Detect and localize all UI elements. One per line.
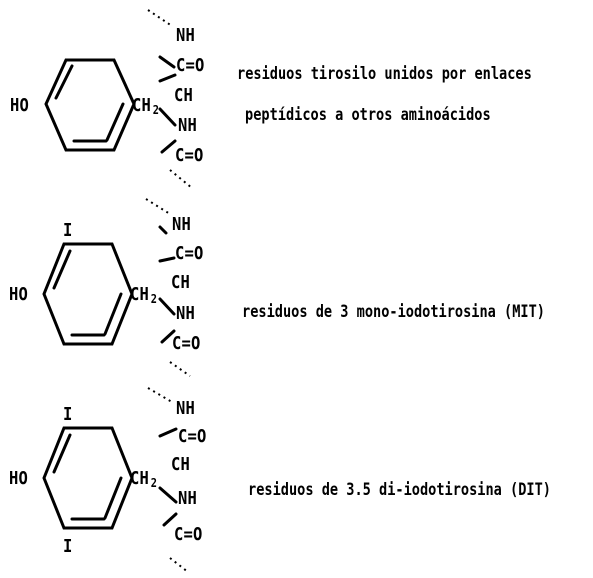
wavy-chain-continuation [147,9,173,27]
tyrosyl-bond-diagram [44,9,193,189]
amide-nh-top: NH [176,25,195,46]
double-bond-inner [103,476,123,520]
bond-line [158,107,177,127]
alpha-carbon-ch: CH [171,454,190,475]
carbonyl-top: C=O [175,243,204,264]
amide-nh-bottom: NH [176,303,195,324]
methylene-subscript: 2 [152,103,160,117]
tyrosyl-caption-line-1: residuos tirosilo unidos por enlaces [237,64,532,84]
amide-nh-top: NH [176,398,195,419]
methylene-carbon: CH [130,468,149,489]
carbonyl-top: C=O [176,55,205,76]
dit-bond-diagram [42,387,189,573]
bond-line [158,55,176,69]
methylene-subscript: 2 [150,476,158,490]
double-bond-inner [54,64,74,100]
wavy-chain-continuation [169,557,189,573]
hydroxyl-label: HO [9,468,28,489]
iodine-top-label: I [63,404,73,425]
bond-line [158,427,178,438]
mit-bond-diagram [42,198,191,377]
double-bond-inner [52,249,72,290]
benzene-ring [44,58,136,152]
wavy-chain-continuation [147,387,173,403]
bond-line [160,139,177,154]
tyrosyl-caption-line-2: peptídicos a otros aminoácidos [245,105,491,125]
benzene-ring [42,426,134,530]
dit-caption: residuos de 3.5 di-iodotirosina (DIT) [248,480,551,500]
hydroxyl-label: HO [9,284,28,305]
mit-caption: residuos de 3 mono-iodotirosina (MIT) [242,302,545,322]
carbonyl-bottom: C=O [175,145,204,166]
alpha-carbon-ch: CH [174,85,193,106]
iodine-top-label: I [63,220,73,241]
wavy-chain-continuation [145,198,171,215]
bond-line [158,73,177,83]
alpha-carbon-ch: CH [171,272,190,293]
bond-line [158,256,176,263]
bond-line [160,329,176,344]
carbonyl-bottom: C=O [172,333,201,354]
methylene-subscript: 2 [150,292,158,306]
amide-nh-top: NH [172,214,191,235]
bond-line [158,486,178,504]
methylene-carbon: CH [130,284,149,305]
hydroxyl-label: HO [10,95,29,116]
bond-line [162,512,178,527]
benzene-ring [42,242,134,346]
amide-nh-bottom: NH [178,115,197,136]
double-bond-inner [105,102,125,142]
wavy-chain-continuation [169,361,191,377]
double-bond-inner [52,433,72,474]
double-bond-inner [103,292,123,336]
wavy-chain-continuation [169,169,193,189]
amide-nh-bottom: NH [178,488,197,509]
bond-line [158,297,176,316]
carbonyl-top: C=O [178,426,207,447]
bond-line [158,225,168,235]
carbonyl-bottom: C=O [174,524,203,545]
iodine-bottom-label: I [63,536,73,557]
methylene-carbon: CH [132,95,151,116]
